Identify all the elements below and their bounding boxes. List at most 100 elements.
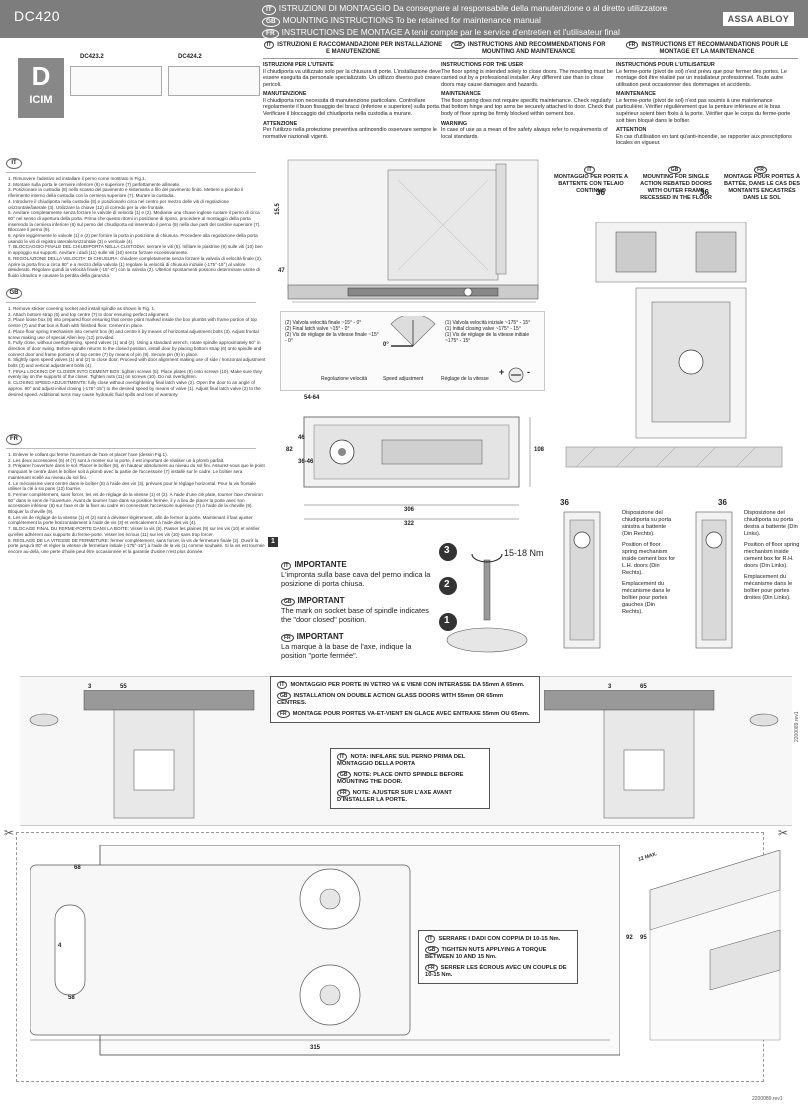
instruction-step: 7. FINAL LOCKING OF CLOSER INTO CEMENT B… (8, 368, 262, 380)
left-closer-svg (563, 511, 601, 649)
lang-it-badge: IT (262, 5, 276, 15)
important-fr-code: FR (281, 634, 294, 642)
important-gb-code: GB (281, 598, 295, 606)
intro-fr-title: INSTRUCTIONS ET RECOMMANDATIONS POUR LE … (641, 42, 789, 55)
left-door-closer-drawing (558, 510, 606, 650)
instruction-step: 7. BLOCCAGGIO FINALE DEL CHIUDIPORTA NEL… (8, 244, 263, 256)
disp-left-text: Disposizione del chiudiporta su porta si… (622, 510, 676, 616)
instructions-it: 1. Rimuovere l'adesivo ed installare il … (8, 176, 266, 279)
intro-it-code: IT (263, 41, 275, 49)
instr-it-badge: IT (6, 158, 22, 169)
instr-gb-badge: GB (6, 288, 22, 299)
valve-right-fr: (1) Vis de réglage de la vitesse initial… (445, 332, 530, 344)
valve-adjustment-panel: (2) Valvola velocità finale ~15° - 0° (2… (280, 311, 545, 391)
dim-label: 108 (534, 447, 545, 453)
speed-label-fr: Réglage de la vitesse (441, 376, 489, 382)
speed-label-gb: Speed adjustment (383, 376, 424, 382)
instruction-step: 7. BLOCAGE FINAL DU FERME-PORTE DANS LA … (8, 526, 260, 537)
tighten-fr-text: SERRER LES ÉCROUS AVEC UN COUPLE DE 10-1… (425, 965, 567, 978)
instruction-step: 5. Fully close, without overtightening, … (8, 340, 262, 357)
dim-label: 315 (310, 1045, 321, 1051)
mount-gb-text: MOUNTING FOR SINGLE ACTION REBATED DOORS… (640, 174, 712, 201)
screwdriver-icon (508, 367, 524, 383)
instruction-step: 6. Aprire leggermente le valvole (1) e (… (8, 233, 258, 244)
intro-fr-h3: ATTENTION (616, 127, 647, 134)
instruction-step: 4. Place floor spring mechanism into cem… (8, 328, 259, 340)
disp-right-text: Disposizione del chiudiporta su porta de… (744, 510, 802, 602)
tighten-gb-text: TIGHTEN NUTS APPLYING A TORQUE BETWEEN 1… (425, 947, 547, 960)
dim-label: 36-46 (298, 459, 314, 465)
lang-gb-badge: GB (262, 17, 280, 27)
zero-degree-label: 0° (383, 342, 389, 348)
dim-label: 15.5 (274, 203, 281, 215)
ce-label-1 (70, 66, 162, 96)
instruction-step: 6. Les vis de réglage de la vitesse (1) … (8, 514, 253, 526)
icim-logo: D ICIM (18, 58, 64, 118)
icim-logo-letter: D (31, 61, 51, 91)
glass-door-right-svg (543, 689, 779, 819)
certification-area: D ICIM DC423.2 DC424.2 (10, 40, 260, 148)
intro-fr-p2: Le ferme-porte (pivot de sol) n'est pas … (616, 97, 791, 124)
glass-door-perspective-svg (649, 849, 781, 1041)
scissors-icon: ✂ (778, 826, 789, 840)
note-gb-code: GB (337, 771, 351, 779)
intro-it-p3: Per l'utilizzo nella protezione preventi… (263, 127, 437, 140)
instruction-step: 8. CLOSING SPEED ADJUSTMENTS: fully clos… (8, 380, 261, 397)
instruction-step: 5. Fermer complètement, sans forcer, les… (8, 491, 263, 515)
instructions-gb: 1. Remove sticker covering socket and in… (8, 306, 266, 397)
glass-gb-text: INSTALLATION ON DOUBLE ACTION GLASS DOOR… (277, 693, 504, 706)
torque-value: 15-18 Nm (504, 548, 544, 558)
intro-gb-p1: The floor spring is intended solely to c… (441, 68, 613, 88)
floor-template-svg (29, 844, 621, 1056)
instruction-step: 1. Remove sticker covering socket and in… (8, 306, 156, 311)
valve-left-labels: (2) Valvola velocità finale ~15° - 0° (2… (285, 320, 381, 344)
intro-gb-h3: WARNING (441, 120, 468, 127)
intro-it-h1: ISTRUZIONI PER L'UTENTE (263, 62, 334, 68)
glass-door-perspective: 12 MAX. (638, 849, 790, 1050)
doc-ref-side: 2200089.rev1 (794, 711, 800, 742)
right-door-closer-drawing (690, 510, 738, 650)
dim-label: 54-64 (304, 395, 320, 401)
intro-it-p1: Il chiudiporta va utilizzato solo per la… (263, 68, 441, 88)
model-title: DC420 (14, 8, 61, 24)
intro-fr-h1: INSTRUCTIONS POUR L'UTILISATEUR (616, 62, 715, 68)
figure-number: 1 (268, 537, 278, 547)
dim-label: 306 (404, 507, 415, 513)
important-it-title: IMPORTANTE (294, 560, 347, 569)
instruction-step: 4. Introdurre il chiudiporta nella custo… (8, 198, 229, 210)
dim-label: 82 (286, 447, 293, 453)
disp-left-fr: Emplacement du mécanisme dans le boîtier… (622, 581, 671, 615)
step-2: 2 (444, 579, 450, 590)
instruction-step: 1. Rimuovere l'adesivo ed installare il … (8, 176, 146, 181)
divider (6, 302, 256, 303)
header-line-it-text: ISTRUZIONI DI MONTAGGIO Da consegnare al… (278, 3, 668, 13)
floor-template-plate: 68 4 58 315 92 95 (29, 844, 647, 1060)
icim-logo-text: ICIM (29, 94, 53, 106)
instruction-step: 2. Attach bottom strap (6) and top centr… (8, 311, 170, 317)
door-elevation-diagram: 47 15.5 (268, 150, 548, 310)
instr-fr-badge: FR (6, 434, 22, 445)
instruction-step: 5. Avvitare completamente senza forzare … (8, 210, 261, 233)
note-fr-code: FR (337, 789, 350, 797)
step-3: 3 (444, 545, 450, 556)
intro-gb-title: INSTRUCTIONS AND RECOMMENDATIONS FOR MOU… (467, 42, 606, 55)
instruction-step: 2. Montare sulla porta le cerniere infer… (8, 181, 181, 187)
spindle-install-svg (439, 543, 528, 653)
speed-label-it: Regolazione velocità (321, 376, 368, 382)
glass-door-left-svg (29, 689, 255, 819)
instruction-step: 6. Slightly open speed valves (1) and (2… (8, 357, 266, 369)
important-fr-text: La marque à la base de l'axe, indique la… (281, 642, 412, 660)
